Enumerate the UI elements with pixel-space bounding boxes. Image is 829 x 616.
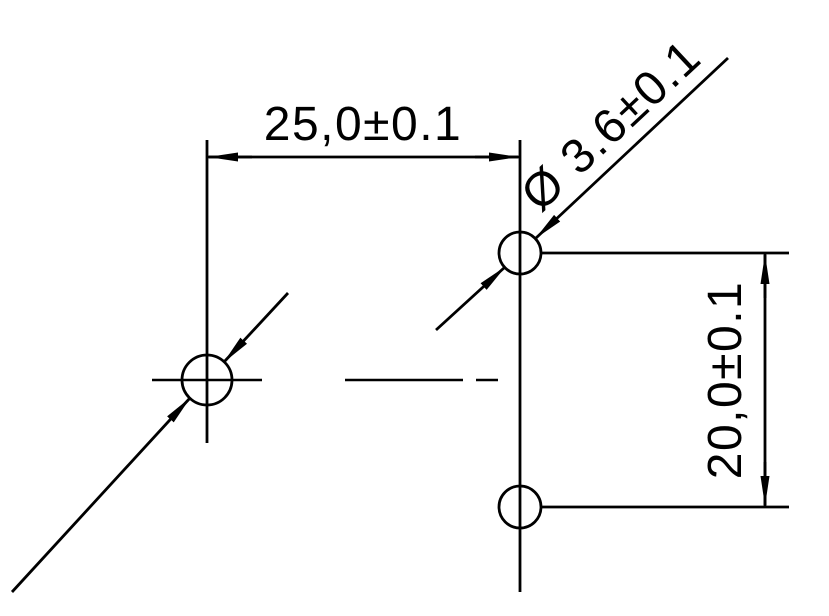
vertical-dimension-label: 20,0±0.1	[699, 281, 752, 480]
left-hole-pointer-line-upper	[222, 292, 290, 363]
diameter-leader-line	[535, 56, 729, 240]
diameter-dimension-label: Ø 3.6±0.1	[511, 30, 711, 222]
top-right-hole-pointer-line	[435, 265, 506, 332]
left-hole-pointer-line-lower	[10, 397, 192, 593]
horizontal-dimension-label: 25,0±0.1	[264, 98, 463, 151]
